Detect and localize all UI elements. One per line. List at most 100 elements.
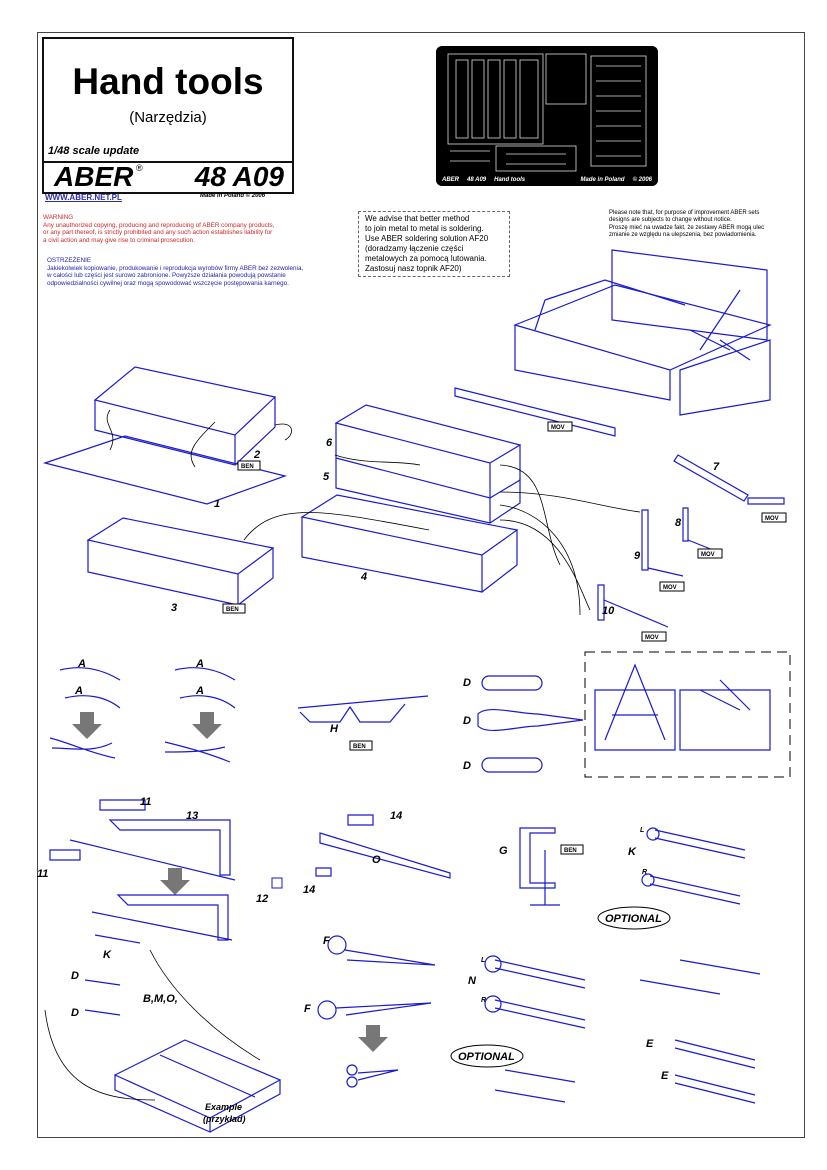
- brand-logo: ABER: [54, 161, 134, 192]
- svg-text:MOV: MOV: [765, 516, 779, 522]
- made-in: Made in Poland © 2006: [200, 193, 266, 199]
- hinge-detail-drawing: [594, 663, 771, 751]
- pliers-drawings: [49, 667, 236, 763]
- part-12: [271, 877, 283, 889]
- svg-text:OPTIONAL: OPTIONAL: [605, 913, 662, 925]
- svg-text:R: R: [481, 997, 486, 1004]
- svg-text:1: 1: [214, 498, 220, 510]
- svg-text:H: H: [330, 723, 339, 735]
- fold-arrow: [106, 409, 292, 468]
- sheet-part-1: [42, 435, 288, 505]
- warning-line: Any unauthorized copying, producing and …: [43, 221, 275, 229]
- photo-etched-fret-image: ABER 48 A09 Hand tools Made in Poland © …: [436, 46, 658, 186]
- svg-text:E: E: [661, 1070, 669, 1082]
- warning-title: WARNING: [43, 214, 74, 221]
- product-code: 48 A09: [194, 161, 284, 192]
- advice-line: Use ABER soldering solution AF20: [365, 234, 489, 243]
- svg-text:D: D: [463, 760, 471, 772]
- svg-text:2: 2: [253, 449, 260, 461]
- warning-text: WARNING Any unauthorized copying, produc…: [43, 214, 274, 244]
- example-tray-drawing: [113, 1039, 282, 1133]
- part-labels: 1 2 3 4 5 6 7 8 9 10 11 11 12 13 14 14 A…: [37, 437, 720, 1124]
- advice-line: Zastosuj nasz topnik AF20): [365, 264, 462, 273]
- page-frame: [37, 32, 805, 1138]
- svg-text:14: 14: [303, 884, 315, 896]
- svg-text:E: E: [646, 1038, 654, 1050]
- lever-parts: [597, 454, 785, 628]
- svg-text:OPTIONAL: OPTIONAL: [458, 1051, 515, 1063]
- svg-text:14: 14: [390, 810, 402, 822]
- note-line: Proszę mieć na uwadze fakt, że zestawy A…: [609, 224, 765, 231]
- polish-warning-line: Jakiekolwiek kopiowanie, produkowanie i …: [47, 264, 304, 272]
- assembly-arrows: [243, 454, 641, 616]
- screwdriver-parts-d: [477, 675, 584, 773]
- rod-part: [454, 387, 616, 437]
- wrench-drawings: [484, 827, 761, 1104]
- scale-note: 1/48 scale update: [48, 145, 140, 157]
- svg-text:F: F: [323, 935, 330, 947]
- note-line: Please note that, for purpose of improve…: [609, 210, 760, 216]
- svg-text:9: 9: [634, 550, 641, 562]
- svg-text:D: D: [71, 970, 79, 982]
- file-part-o: [315, 814, 451, 879]
- svg-text:MOV: MOV: [645, 635, 659, 641]
- page-subtitle: (Narzędzia): [129, 109, 207, 126]
- small-tools-k-d: [84, 934, 141, 1016]
- advice-line: (doradzamy łączenie części: [365, 244, 464, 253]
- note-line: designs are subjects to change without n…: [609, 217, 732, 224]
- soldering-advice-box: We advise that better method to join met…: [358, 211, 510, 277]
- svg-text:BEN: BEN: [241, 464, 254, 470]
- svg-text:B,M,O,: B,M,O,: [143, 993, 178, 1005]
- optional-badge-2: [450, 1044, 524, 1068]
- optional-badge-1: [597, 906, 671, 930]
- svg-text:8: 8: [675, 517, 682, 529]
- finished-toolbox-drawing: [513, 249, 772, 416]
- svg-text:A: A: [195, 685, 204, 697]
- tray-part-2: [93, 366, 277, 466]
- svg-text:D: D: [71, 1007, 79, 1019]
- warning-line: a civil action and may give rise to crim…: [43, 236, 195, 244]
- advice-line: We advise that better method: [365, 214, 470, 223]
- svg-text:L: L: [640, 827, 644, 834]
- svg-text:13: 13: [186, 810, 198, 822]
- svg-text:BEN: BEN: [353, 744, 366, 750]
- advice-line: metalowych za pomocą lutowania.: [365, 254, 487, 263]
- svg-text:7: 7: [713, 461, 720, 473]
- clamp-part-g: [519, 827, 560, 906]
- warning-line: or any part thereof, is strictly prohibi…: [43, 229, 273, 237]
- svg-text:O: O: [372, 854, 381, 866]
- svg-text:5: 5: [323, 471, 330, 483]
- detail-inset-frame: [584, 651, 791, 778]
- svg-text:R: R: [642, 869, 647, 876]
- svg-text:11: 11: [37, 868, 48, 880]
- design-change-note: Please note that, for purpose of improve…: [609, 210, 799, 239]
- fret-year: © 2006: [632, 177, 652, 183]
- svg-text:MOV: MOV: [701, 552, 715, 558]
- polish-warning-line: odpowiedzialności cywilnej oraz mogą spo…: [47, 279, 289, 287]
- svg-text:MOV: MOV: [551, 425, 565, 431]
- svg-text:K: K: [103, 949, 112, 961]
- fret-made-in: Made in Poland: [580, 177, 625, 183]
- fret-code: 48 A09: [467, 177, 487, 183]
- polish-warning-text: OSTRZEŻENIE Jakiekolwiek kopiowanie, pro…: [47, 257, 303, 287]
- fret-brand: ABER: [442, 177, 460, 183]
- svg-text:3: 3: [171, 602, 177, 614]
- svg-text:N: N: [468, 975, 477, 987]
- ben-tags: BEN BEN BEN BEN: [222, 460, 584, 855]
- svg-text:A: A: [195, 658, 204, 670]
- box-parts-4-5-6: [300, 404, 522, 593]
- registered-mark: ®: [136, 163, 143, 173]
- svg-text:D: D: [463, 715, 471, 727]
- svg-text:Example: Example: [205, 1102, 242, 1112]
- svg-text:A: A: [74, 685, 83, 697]
- fret-name: Hand tools: [494, 177, 526, 183]
- svg-text:L: L: [481, 957, 485, 964]
- polish-warning-line: w całości lub części jest surowo zabroni…: [47, 272, 286, 280]
- website-link[interactable]: WWW.ABER.NET.PL: [45, 193, 122, 202]
- svg-text:D: D: [463, 677, 471, 689]
- polish-warning-title: OSTRZEŻENIE: [47, 257, 92, 264]
- fret-parts-drawing: [447, 53, 647, 172]
- svg-text:10: 10: [602, 605, 615, 617]
- svg-text:G: G: [499, 845, 508, 857]
- down-arrow-icons: [72, 712, 388, 1052]
